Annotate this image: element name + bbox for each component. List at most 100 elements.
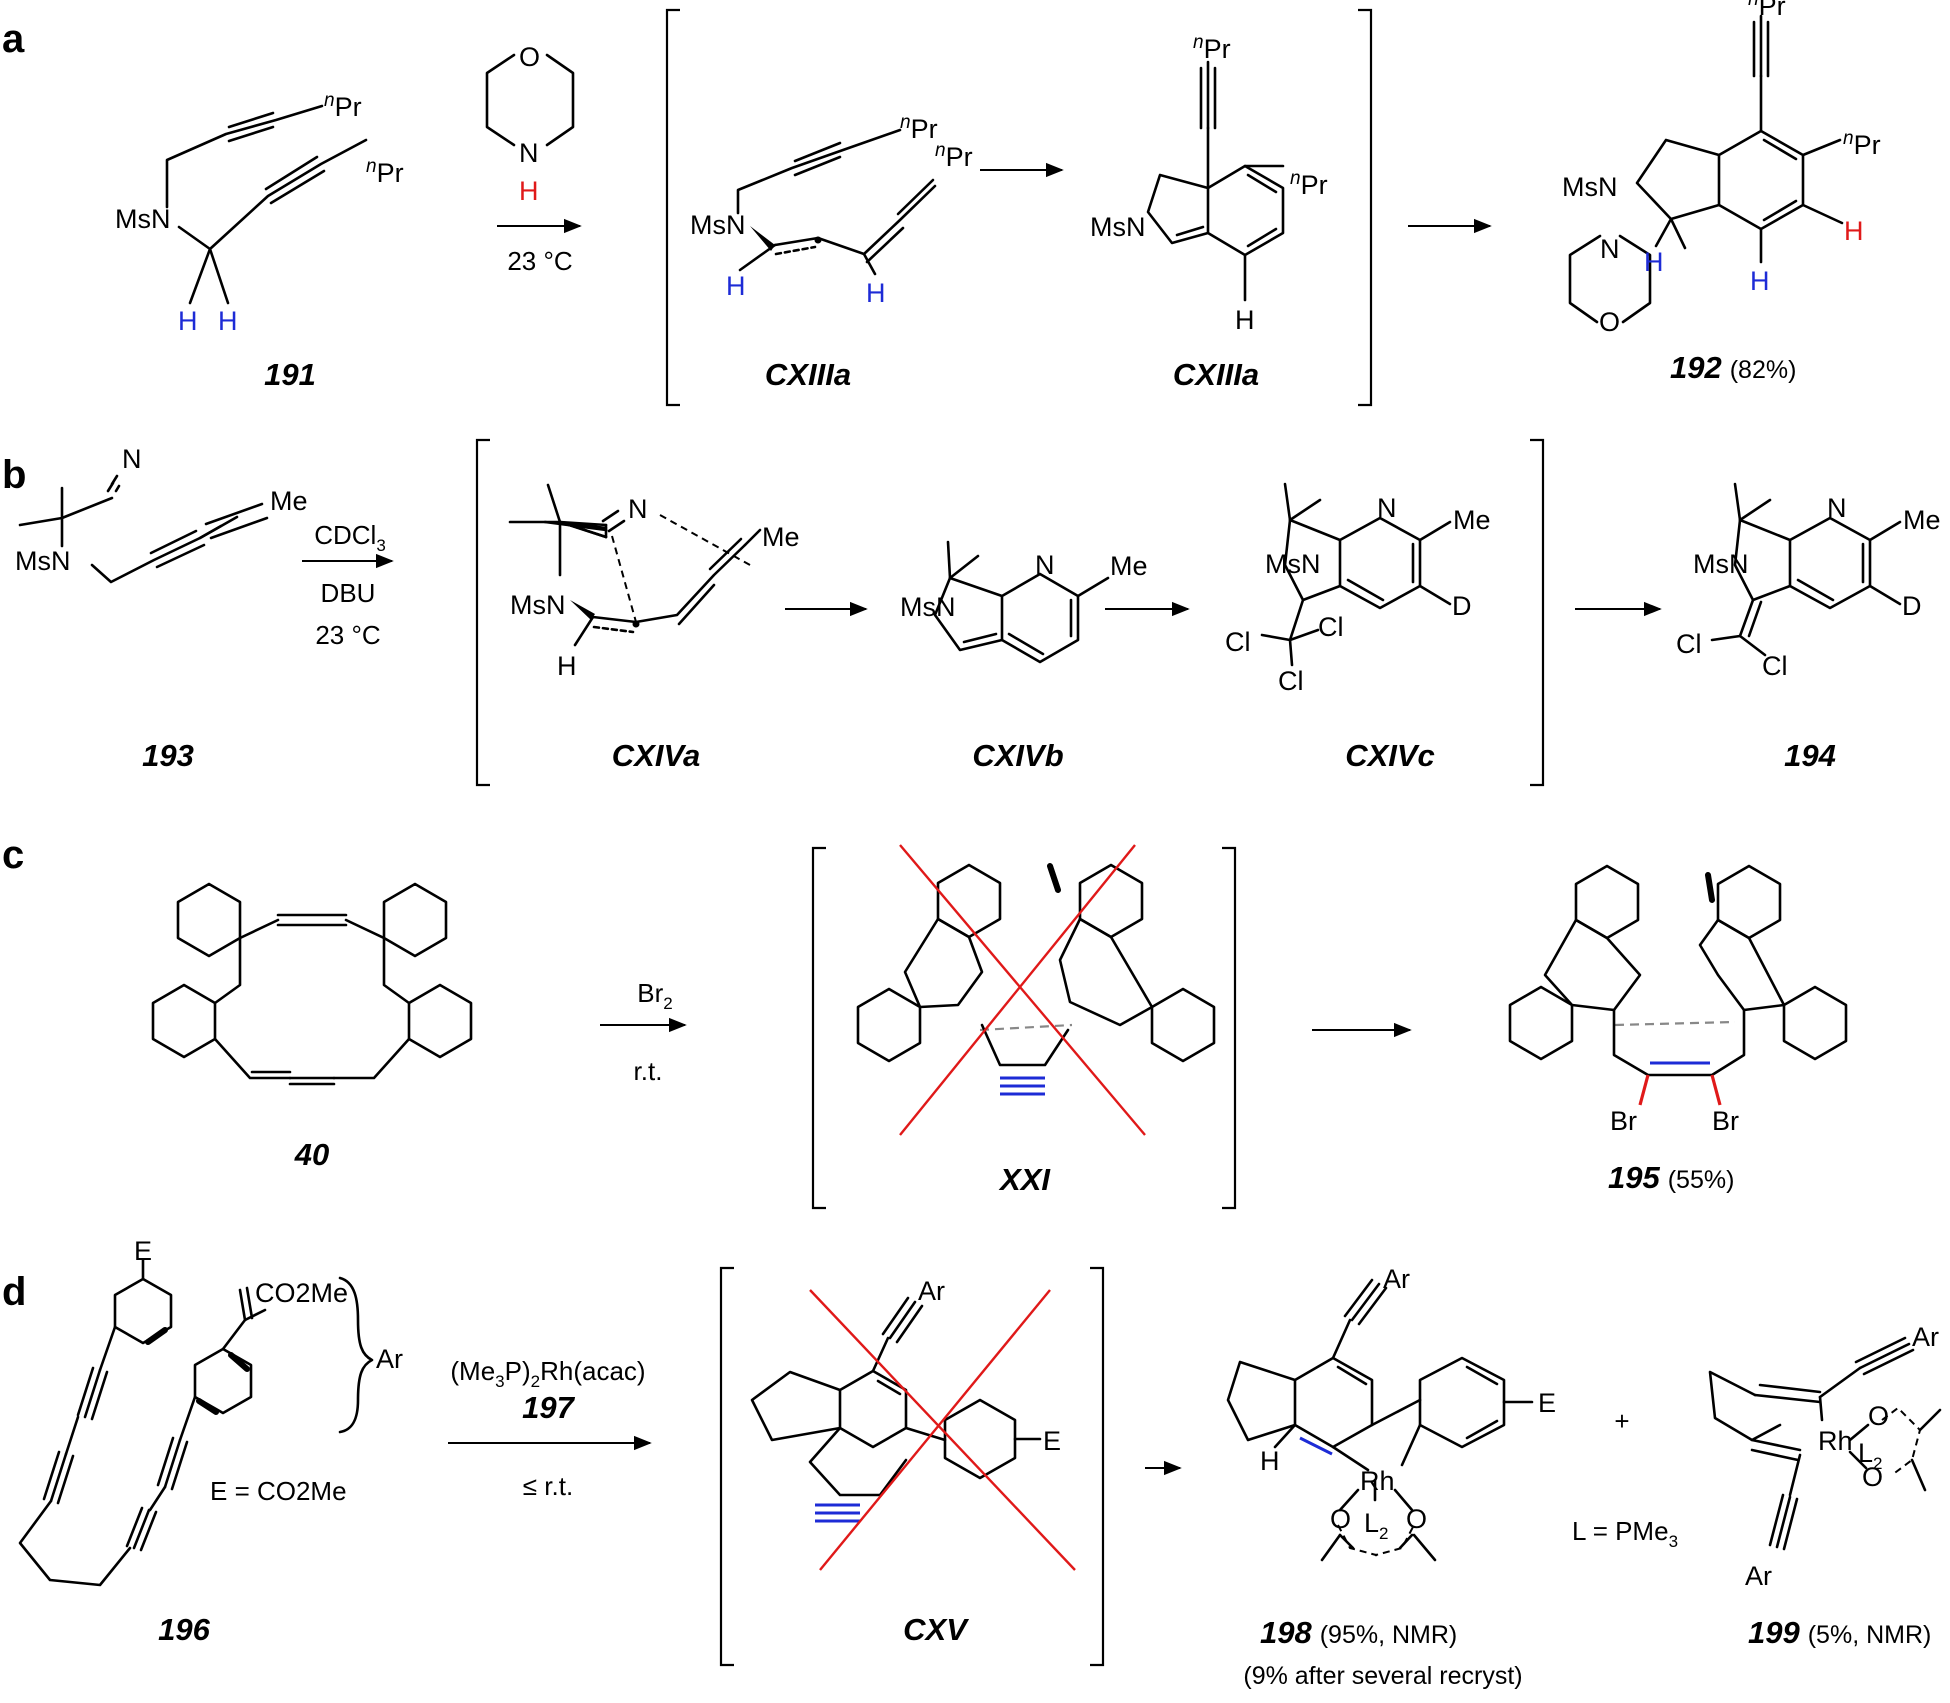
atom-me: Me xyxy=(1110,551,1148,581)
atom-n-superscript: n xyxy=(900,112,911,133)
atom-msn: MsN xyxy=(900,592,956,622)
atom-h-blue: H xyxy=(1750,266,1770,296)
atom-cl: Cl xyxy=(1318,612,1344,642)
yield-195: (55%) xyxy=(1668,1166,1735,1194)
catalyst-part-3: P) xyxy=(505,1356,531,1386)
atom-h: H xyxy=(1235,305,1255,335)
note-198: (9% after several recryst) xyxy=(1243,1662,1522,1690)
atom-msn: MsN xyxy=(510,590,566,620)
atom-br: Br xyxy=(1712,1106,1739,1136)
atom-h-blue: H xyxy=(726,271,746,301)
bracket-left xyxy=(665,8,680,407)
atom-o: O xyxy=(1868,1401,1889,1431)
atom-cl: Cl xyxy=(1278,666,1304,696)
atom-pr: Pr xyxy=(1759,0,1786,21)
reagent-solvent-subscript: 3 xyxy=(376,536,385,555)
compound-label-192: 192(82%) xyxy=(1670,350,1796,385)
reagent-bromine-subscript: 2 xyxy=(663,994,672,1013)
atom-h-blue: H xyxy=(218,306,238,336)
atom-o: O xyxy=(1862,1462,1883,1492)
atom-h-blue: H xyxy=(866,278,886,308)
compound-label-40: 40 xyxy=(294,1137,329,1172)
atom-e: E xyxy=(1043,1426,1061,1456)
reagent-bromine-base: Br xyxy=(637,978,663,1008)
compound-label-194: 194 xyxy=(1784,738,1836,773)
atom-h: H xyxy=(557,651,577,681)
atom-cl: Cl xyxy=(1225,627,1251,657)
compound-label-cxiiia: CXIIIa xyxy=(1173,357,1259,392)
structure-cxv: Ar E xyxy=(750,1276,1076,1571)
atom-pr: Pr xyxy=(946,142,973,172)
atom-o: O xyxy=(1330,1504,1351,1534)
atom-msn: MsN xyxy=(115,204,171,234)
compound-number-199: 199 xyxy=(1748,1615,1800,1650)
structure-198: Ar E H Rh O O L2 xyxy=(1226,1264,1556,1562)
atom-msn: MsN xyxy=(1693,549,1749,579)
atom-msn: MsN xyxy=(1265,549,1321,579)
bracket-right xyxy=(1358,8,1373,407)
atom-n: N xyxy=(519,138,539,168)
atom-rh: Rh xyxy=(1360,1466,1395,1496)
compound-label-cxiva: CXIVa xyxy=(612,738,700,773)
atom-h-blue: H xyxy=(1644,247,1664,277)
conditions-temperature: ≤ r.t. xyxy=(523,1471,573,1501)
atom-pr: Pr xyxy=(335,92,362,122)
yield-199: (5%, NMR) xyxy=(1808,1621,1932,1649)
bracket-left xyxy=(811,846,826,1210)
atom-br: Br xyxy=(1610,1106,1637,1136)
structure-cxiiia-isoindole: MsN H nPr nPr xyxy=(1090,32,1328,335)
ligand-l: L xyxy=(1858,1438,1873,1468)
conditions-temperature: 23 °C xyxy=(315,620,380,650)
atom-ar: Ar xyxy=(918,1276,945,1306)
bracket-right xyxy=(1530,438,1545,787)
atom-h-blue: H xyxy=(178,306,198,336)
catalyst-part-4: 2 xyxy=(531,1372,540,1391)
atom-n-superscript: n xyxy=(1290,168,1301,189)
bracket-right xyxy=(1090,1266,1105,1667)
compound-label-cxivc: CXIVc xyxy=(1345,738,1435,773)
compound-label-cxiiia: CXIIIa xyxy=(765,357,851,392)
panel-label-c: c xyxy=(2,833,24,877)
compound-label-198: 198(95%, NMR) xyxy=(1260,1615,1457,1650)
yield-198: (95%, NMR) xyxy=(1320,1621,1458,1649)
atom-n: N xyxy=(1035,550,1055,580)
atom-n: N xyxy=(1600,234,1620,264)
atom-pr: Pr xyxy=(1301,170,1328,200)
structure-cxivb: N MsN Me xyxy=(900,540,1148,664)
atom-pr: Pr xyxy=(911,114,938,144)
e-definition: E = CO2Me xyxy=(210,1476,347,1506)
svg-text:nPr: nPr xyxy=(935,140,973,172)
reagent-base: DBU xyxy=(321,578,376,608)
atom-e: E xyxy=(1538,1388,1556,1418)
structure-cxivc: N MsN Me D Cl Cl Cl xyxy=(1225,482,1491,696)
atom-co2me: CO2Me xyxy=(255,1278,348,1308)
catalyst-label-197: 197 xyxy=(522,1390,575,1425)
atom-n-superscript: n xyxy=(935,140,946,161)
ligand-l2: L2 xyxy=(1364,1508,1389,1543)
panel-label-a: a xyxy=(2,17,25,61)
atom-h-red: H xyxy=(1844,216,1864,246)
compound-label-xxi: XXI xyxy=(998,1162,1051,1197)
l-definition-base: L = PMe xyxy=(1572,1516,1669,1546)
atom-ar: Ar xyxy=(376,1344,403,1374)
atom-msn: MsN xyxy=(690,210,746,240)
yield-192: (82%) xyxy=(1730,356,1797,384)
catalyst-part-5: Rh(acac) xyxy=(540,1356,645,1386)
catalyst-part-2: 3 xyxy=(495,1372,504,1391)
atom-n: N xyxy=(1377,493,1397,523)
atom-n: N xyxy=(1827,493,1847,523)
atom-n-superscript: n xyxy=(324,90,335,111)
svg-text:nPr: nPr xyxy=(900,112,938,144)
conditions-temperature: 23 °C xyxy=(507,246,572,276)
bracket-left xyxy=(475,438,490,787)
atom-n-superscript: n xyxy=(366,156,377,177)
atom-cl: Cl xyxy=(1676,629,1702,659)
atom-me: Me xyxy=(762,522,800,552)
atom-n-superscript: n xyxy=(1193,32,1204,53)
atom-n-superscript: n xyxy=(1748,0,1759,10)
structure-40 xyxy=(151,882,473,1086)
ligand-subscript: 2 xyxy=(1379,1524,1388,1543)
catalyst-formula: (Me3P)2Rh(acac) xyxy=(450,1356,645,1391)
atom-pr: Pr xyxy=(377,158,404,188)
